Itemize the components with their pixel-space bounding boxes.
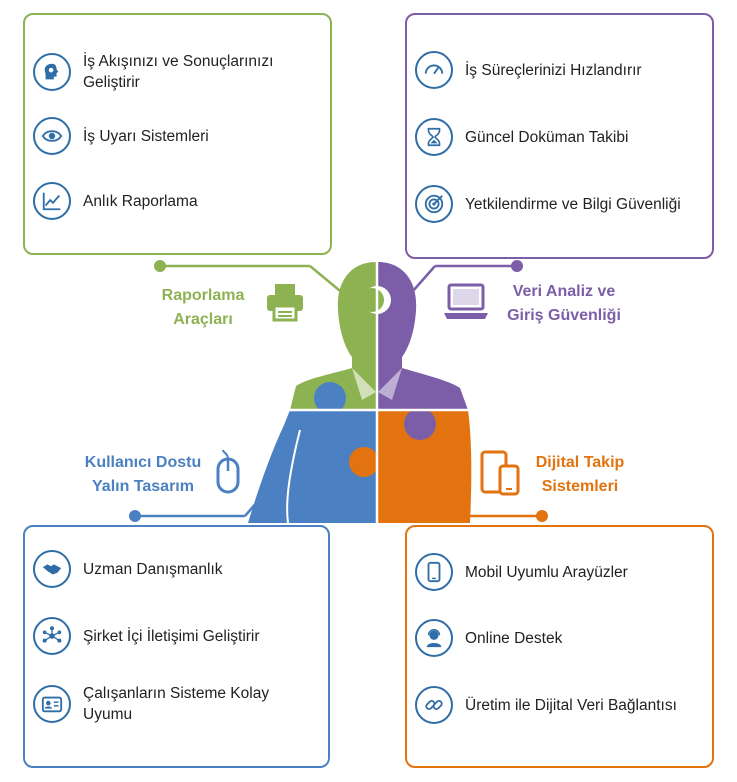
support-agent-icon [415,619,453,657]
list-item: Şirket İçi İletişimi Geliştirir [33,617,260,655]
item-label: İş Süreçlerinizi Hızlandırır [465,61,642,79]
item-label: Uzman Danışmanlık [83,560,223,578]
speedometer-icon [415,51,453,89]
target-icon [415,185,453,223]
id-card-icon [33,685,71,723]
hourglass-icon [415,118,453,156]
list-item: Anlık Raporlama [33,182,198,220]
category-reporting-label: Raporlama Araçları [161,287,245,328]
list-item: Uzman Danışmanlık [33,550,223,588]
mobile-devices-icon [480,450,522,496]
network-icon [33,617,71,655]
link-icon [415,686,453,724]
box-top-right: İş Süreçlerinizi Hızlandırır Güncel Dokü… [405,13,714,259]
handshake-icon [33,550,71,588]
item-label: İş Uyarı Sistemleri [83,127,209,145]
list-item: Yetkilendirme ve Bilgi Güvenliği [415,185,681,223]
item-label: Şirket İçi İletişimi Geliştirir [83,627,260,645]
puzzle-person-figure [248,262,472,524]
connector-reporting [154,260,346,296]
puzzle-piece-orange [378,410,472,523]
item-label: Anlık Raporlama [83,192,198,210]
chart-icon [33,182,71,220]
item-label: Çalışanların Sisteme Kolay Uyumu [83,685,270,723]
printer-icon [265,282,305,322]
box-bottom-left: Uzman Danışmanlık Şirket İçi İletişimi G… [23,525,330,768]
item-label: Üretim ile Dijital Veri Bağlantısı [465,696,677,714]
box-bottom-right: Mobil Uyumlu Arayüzler Online Destek Üre… [405,525,714,768]
list-item: Online Destek [415,619,562,657]
smartphone-icon [415,553,453,591]
mouse-icon [215,449,241,495]
category-tracking-label: Dijital Takip Sistemleri [535,454,625,495]
box-top-left: İş Akışınızı ve Sonuçlarınızı Geliştirir… [23,13,332,255]
list-item: İş Süreçlerinizi Hızlandırır [415,51,642,89]
head-gears-icon [33,53,71,91]
list-item: İş Uyarı Sistemleri [33,117,209,155]
category-data-label: Veri Analiz ve Giriş Güvenliği [507,283,621,324]
item-label: Güncel Doküman Takibi [465,128,629,146]
item-label: Online Destek [465,629,563,647]
list-item: Mobil Uyumlu Arayüzler [415,553,628,591]
list-item: Çalışanların Sisteme Kolay Uyumu [33,683,298,725]
list-item: Güncel Doküman Takibi [415,118,628,156]
puzzle-piece-purple [378,262,468,410]
category-ux-label: Kullanıcı Dostu Yalın Tasarım [84,454,202,495]
item-label: Mobil Uyumlu Arayüzler [465,563,628,581]
item-label: Yetkilendirme ve Bilgi Güvenliği [465,195,681,213]
list-item: Üretim ile Dijital Veri Bağlantısı [415,686,677,724]
list-item: İş Akışınızı ve Sonuçlarınızı Geliştirir [33,51,293,93]
puzzle-piece-blue [248,410,376,523]
eye-icon [33,117,71,155]
laptop-icon [443,283,489,321]
item-label: İş Akışınızı ve Sonuçlarınızı Geliştirir [83,53,274,91]
